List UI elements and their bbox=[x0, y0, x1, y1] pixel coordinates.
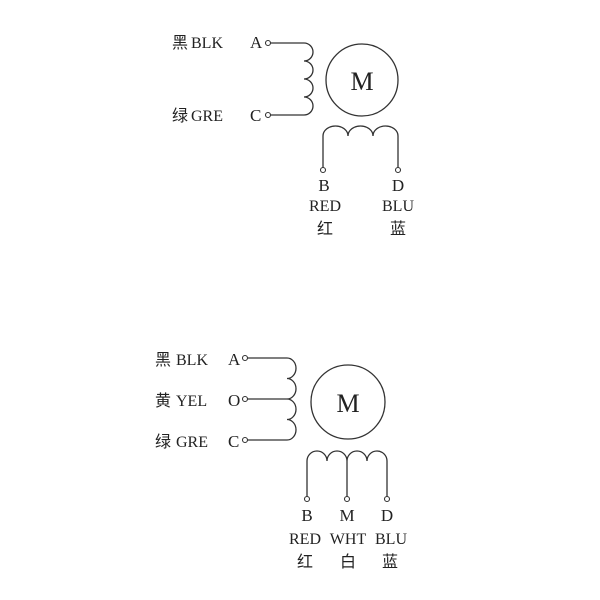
pin-label: B bbox=[301, 506, 312, 525]
diagram-6-wire: 黑 BLK A 黄 YEL O 绿 GRE C M B RED 红 M WHT … bbox=[155, 350, 407, 571]
wire-color-cn: 红 bbox=[317, 220, 333, 238]
terminal bbox=[394, 166, 402, 174]
coil-a-o-c bbox=[247, 357, 297, 441]
wire-color-cn: 白 bbox=[340, 553, 356, 571]
pin-label: C bbox=[250, 106, 261, 125]
pin-label: A bbox=[228, 350, 241, 369]
wire-color-en: RED bbox=[289, 531, 321, 548]
diagram-4-wire: 黑 BLK A 绿 GRE C M B RED 红 D BLU 蓝 bbox=[172, 33, 414, 238]
wire-color-cn: 蓝 bbox=[382, 553, 398, 571]
wire-color-cn: 红 bbox=[297, 553, 313, 571]
pin-label: M bbox=[339, 506, 354, 525]
motor-label: M bbox=[336, 389, 359, 418]
wire-color-en: RED bbox=[309, 198, 341, 215]
terminal bbox=[264, 111, 272, 119]
wire-color-cn: 黑 bbox=[155, 352, 171, 369]
pin-label: D bbox=[381, 506, 393, 525]
motor-symbol bbox=[325, 43, 399, 117]
wire-color-en: WHT bbox=[330, 531, 367, 548]
wire-color-en: BLK bbox=[191, 35, 223, 52]
wire-color-cn: 黄 bbox=[155, 392, 171, 410]
wire-color-en: YEL bbox=[176, 393, 207, 410]
coil-b-m-d bbox=[306, 450, 388, 497]
pin-label: C bbox=[228, 432, 239, 451]
coil-b-d bbox=[322, 125, 399, 168]
terminal bbox=[241, 436, 249, 444]
coil-a-c bbox=[270, 42, 314, 116]
wire-color-en: BLK bbox=[176, 352, 208, 369]
terminal bbox=[241, 395, 249, 403]
wire-color-en: GRE bbox=[176, 434, 208, 451]
wire-color-cn: 黑 bbox=[172, 35, 188, 52]
terminal bbox=[241, 354, 249, 362]
terminal bbox=[319, 166, 327, 174]
wire-color-en: BLU bbox=[382, 198, 414, 215]
wire-color-cn: 绿 bbox=[155, 433, 171, 451]
pin-label: D bbox=[392, 176, 404, 195]
terminal bbox=[383, 495, 391, 503]
motor-symbol bbox=[310, 364, 386, 440]
wire-color-en: GRE bbox=[191, 108, 223, 125]
wire-color-cn: 蓝 bbox=[390, 220, 406, 238]
motor-label: M bbox=[350, 67, 373, 96]
pin-label: B bbox=[318, 176, 329, 195]
pin-label: O bbox=[228, 391, 240, 410]
terminal bbox=[264, 39, 272, 47]
terminal bbox=[303, 495, 311, 503]
terminal bbox=[343, 495, 351, 503]
wire-color-cn: 绿 bbox=[172, 107, 188, 125]
wire-color-en: BLU bbox=[375, 531, 407, 548]
pin-label: A bbox=[250, 33, 263, 52]
